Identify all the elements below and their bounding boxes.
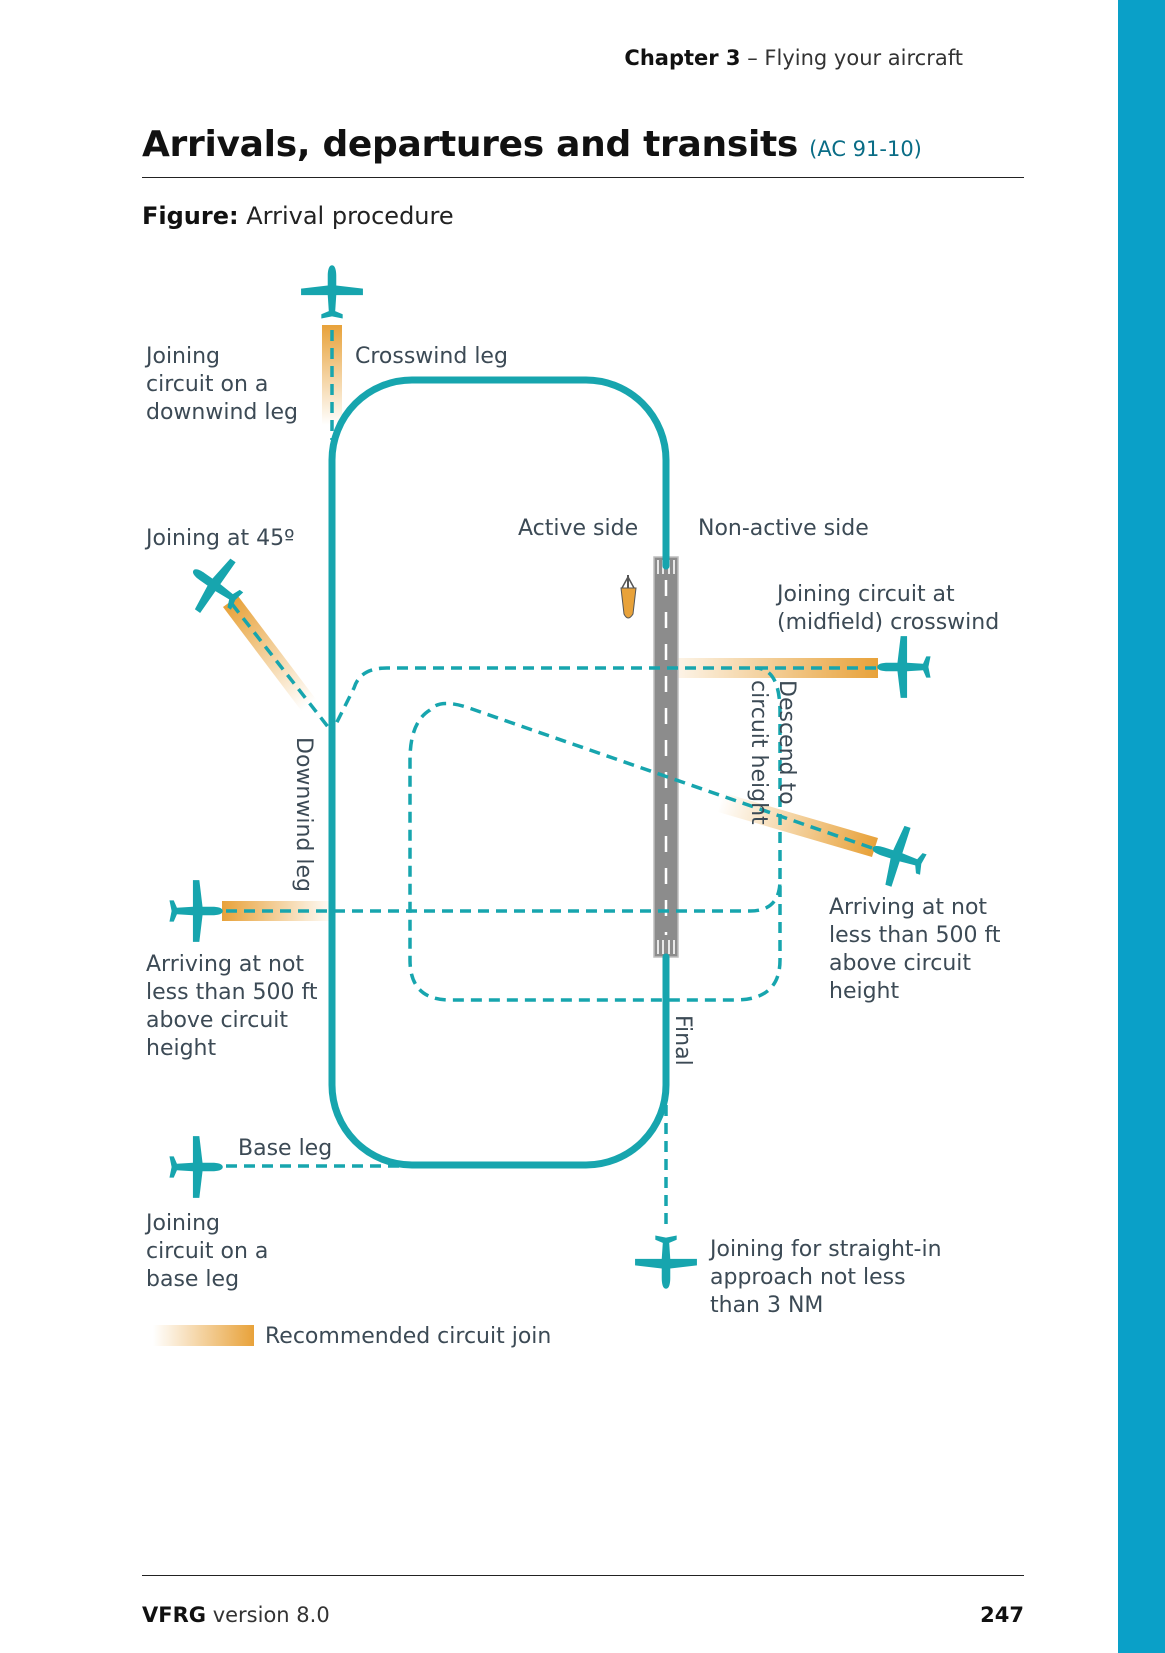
legend-swatch bbox=[153, 1325, 254, 1346]
label-line: above circuit bbox=[146, 1008, 288, 1033]
page-title-text: Arrivals, departures and transits bbox=[142, 124, 799, 165]
footer-doc-name: VFRG bbox=[142, 1603, 207, 1627]
circuit-path bbox=[328, 376, 670, 1169]
footer-document: VFRG version 8.0 bbox=[142, 1603, 330, 1627]
aircraft-icon bbox=[301, 265, 363, 319]
label-joining-45: Joining at 45º bbox=[144, 526, 294, 551]
label-line: height bbox=[829, 979, 899, 1004]
windsock-icon bbox=[620, 575, 637, 619]
label-downwind-leg: Downwind leg bbox=[291, 737, 316, 892]
aircraft-icon bbox=[877, 636, 931, 698]
chapter-side-tab bbox=[1118, 0, 1165, 1653]
label-active-side: Active side bbox=[518, 516, 638, 541]
footer-doc-version: version 8.0 bbox=[212, 1603, 330, 1627]
label-line: height bbox=[146, 1036, 216, 1061]
label-straight-in: Joining for straight-in approach not les… bbox=[708, 1237, 949, 1318]
label-line: Arriving at not bbox=[146, 952, 304, 977]
aircraft-icon bbox=[169, 880, 223, 942]
label-line: (midfield) crosswind bbox=[777, 610, 999, 635]
label-line: Joining for straight-in bbox=[708, 1237, 942, 1262]
label-base-leg: Base leg bbox=[238, 1136, 332, 1161]
chapter-separator: – bbox=[747, 46, 758, 70]
label-final: Final bbox=[670, 1015, 695, 1066]
join-routes bbox=[226, 330, 876, 1228]
title-divider bbox=[142, 177, 1024, 178]
footer-divider bbox=[142, 1575, 1024, 1576]
label-joining-downwind: Joining circuit on a downwind leg bbox=[144, 344, 298, 425]
page-title: Arrivals, departures and transits (AC 91… bbox=[142, 124, 922, 165]
label-crosswind-leg: Crosswind leg bbox=[355, 344, 508, 369]
label-joining-midfield: Joining circuit at (midfield) crosswind bbox=[775, 582, 999, 635]
label-line: downwind leg bbox=[146, 400, 298, 425]
label-line: circuit on a bbox=[146, 372, 268, 397]
label-arriving-right: Arriving at not less than 500 ft above c… bbox=[829, 895, 1008, 1004]
label-line: Descend to bbox=[774, 680, 799, 805]
label-line: Joining circuit at bbox=[775, 582, 955, 607]
legend: Recommended circuit join bbox=[153, 1324, 551, 1349]
label-line: less than 500 ft bbox=[829, 923, 1001, 948]
runway-icon bbox=[653, 556, 679, 958]
label-line: circuit on a bbox=[146, 1239, 268, 1264]
figure-caption-text: Arrival procedure bbox=[246, 202, 454, 230]
label-non-active-side: Non-active side bbox=[698, 516, 869, 541]
label-line: above circuit bbox=[829, 951, 971, 976]
label-descend: Descend to circuit height bbox=[746, 680, 799, 825]
aircraft-icon bbox=[635, 1235, 697, 1289]
label-joining-base: Joining circuit on a base leg bbox=[144, 1211, 275, 1292]
figure-caption-prefix: Figure: bbox=[142, 202, 239, 230]
label-line: Joining bbox=[144, 344, 220, 369]
legend-label: Recommended circuit join bbox=[265, 1324, 551, 1349]
aircraft-icon bbox=[863, 818, 933, 895]
label-line: Joining bbox=[144, 1211, 220, 1236]
aircraft-icon bbox=[169, 1136, 223, 1198]
page-number: 247 bbox=[980, 1603, 1024, 1627]
chapter-title: Flying your aircraft bbox=[764, 46, 963, 70]
running-header: Chapter 3 – Flying your aircraft bbox=[624, 46, 963, 70]
join-band-left bbox=[222, 901, 335, 921]
page-title-reference: (AC 91-10) bbox=[809, 137, 922, 161]
label-line: less than 500 ft bbox=[146, 980, 318, 1005]
figure-caption: Figure: Arrival procedure bbox=[142, 202, 454, 230]
label-line: than 3 NM bbox=[710, 1293, 823, 1318]
chapter-label: Chapter 3 bbox=[624, 46, 741, 70]
label-line: Arriving at not bbox=[829, 895, 987, 920]
join-band-right bbox=[718, 793, 878, 857]
label-arriving-left: Arriving at not less than 500 ft above c… bbox=[146, 952, 325, 1061]
label-line: circuit height bbox=[746, 680, 771, 825]
label-line: approach not less bbox=[710, 1265, 906, 1290]
label-line: base leg bbox=[146, 1267, 239, 1292]
